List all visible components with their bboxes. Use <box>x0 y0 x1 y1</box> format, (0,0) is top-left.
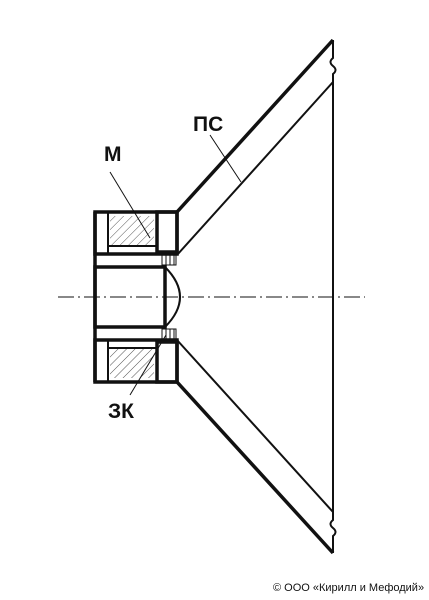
cone-leader-line <box>209 134 242 183</box>
voice-coil-windings <box>161 254 177 340</box>
pole-plate-bottom <box>155 340 179 384</box>
surround-top <box>329 40 337 82</box>
magnet-system <box>93 210 181 384</box>
magnet-ring-top <box>110 216 154 246</box>
magnet-ring-bottom <box>110 348 154 378</box>
magnet-leader-line <box>109 171 151 239</box>
central-pole-piece <box>93 265 167 329</box>
speaker-cone <box>175 38 337 555</box>
label-cone: ПС <box>193 113 223 136</box>
dust-cap <box>164 266 181 328</box>
label-magnet: М <box>104 143 122 166</box>
copyright-text: © ООО «Кирилл и Мефодий» <box>273 582 424 594</box>
voice-coil-leader-line <box>129 334 167 396</box>
pole-plate-top <box>155 210 179 254</box>
surround-bottom <box>329 512 337 553</box>
label-voice-coil: ЗК <box>108 400 134 423</box>
